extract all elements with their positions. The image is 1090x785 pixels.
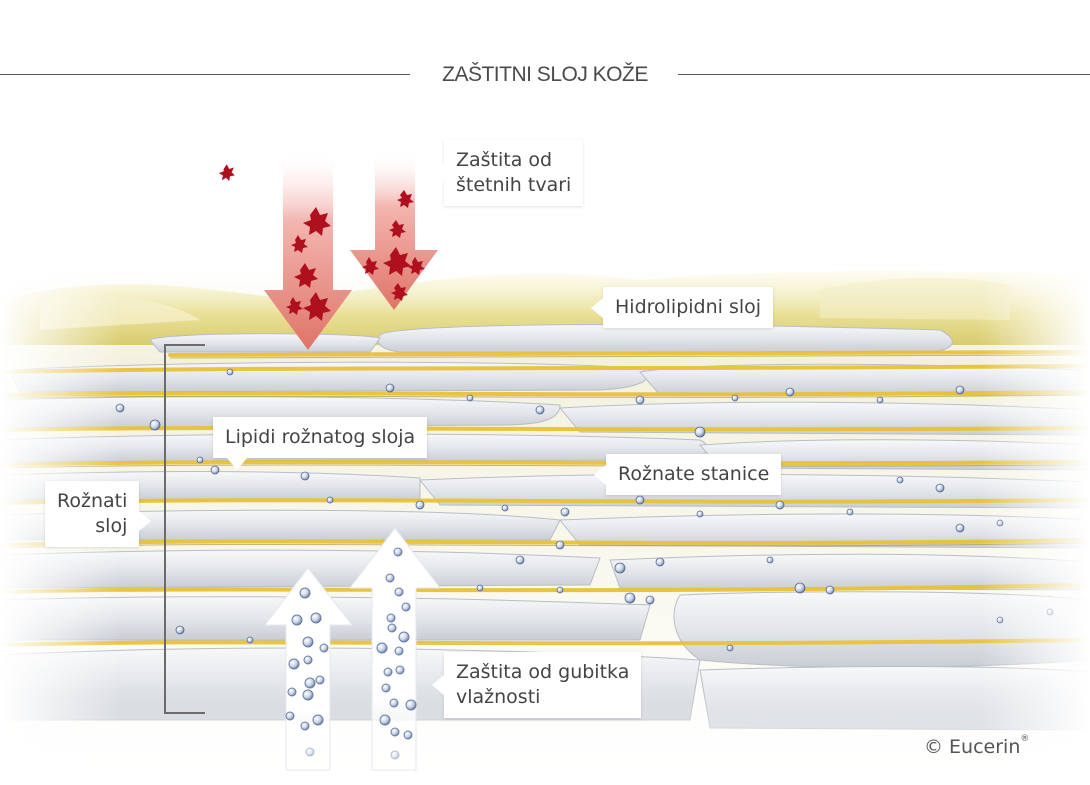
label-harmful-substances-line1: Zaštita od [456,149,553,171]
label-hydrolipid-layer-text: Hidrolipidni sloj [615,296,762,318]
copyright-icon: © [924,736,943,758]
harmful-particles [218,164,425,321]
registered-icon: ® [1020,734,1030,744]
label-moisture-loss: Zaštita od gubitka vlažnosti [444,652,642,718]
title-rule-right [678,74,1090,75]
label-moisture-loss-line2: vlažnosti [456,686,541,708]
label-horny-cells-text: Rožnate stanice [618,463,770,485]
moisture-arrow-left [263,567,354,771]
label-stratum-lipids-text: Lipidi rožnatog sloja [225,426,416,448]
lipid-strands [0,350,1090,647]
label-harmful-substances-line2: štetnih tvari [456,174,572,196]
label-harmful-substances: Zaštita od štetnih tvari [444,140,584,206]
title-rule-left [0,74,410,75]
label-horny-cells: Rožnate stanice [606,454,782,495]
label-hydrolipid-layer: Hidrolipidni sloj [603,287,774,328]
label-stratum-lipids: Lipidi rožnatog sloja [213,417,428,470]
harmful-substance-arrow-left [264,150,352,350]
label-horny-layer-line1: Rožnati [57,490,128,512]
page-title: ZAŠTITNI SLOJ KOŽE [442,63,648,86]
brand-name: Eucerin [949,736,1021,758]
label-horny-layer: Rožnati sloj [45,481,140,547]
moisture-bubbles [285,547,417,760]
label-horny-layer-line2: sloj [95,515,128,537]
page-title-row: ZAŠTITNI SLOJ KOŽE [0,60,1090,90]
copyright-eucerin: © Eucerin® [924,734,1030,758]
label-moisture-loss-line1: Zaštita od gubitka [456,661,630,683]
horny-layer-bracket [164,344,205,714]
